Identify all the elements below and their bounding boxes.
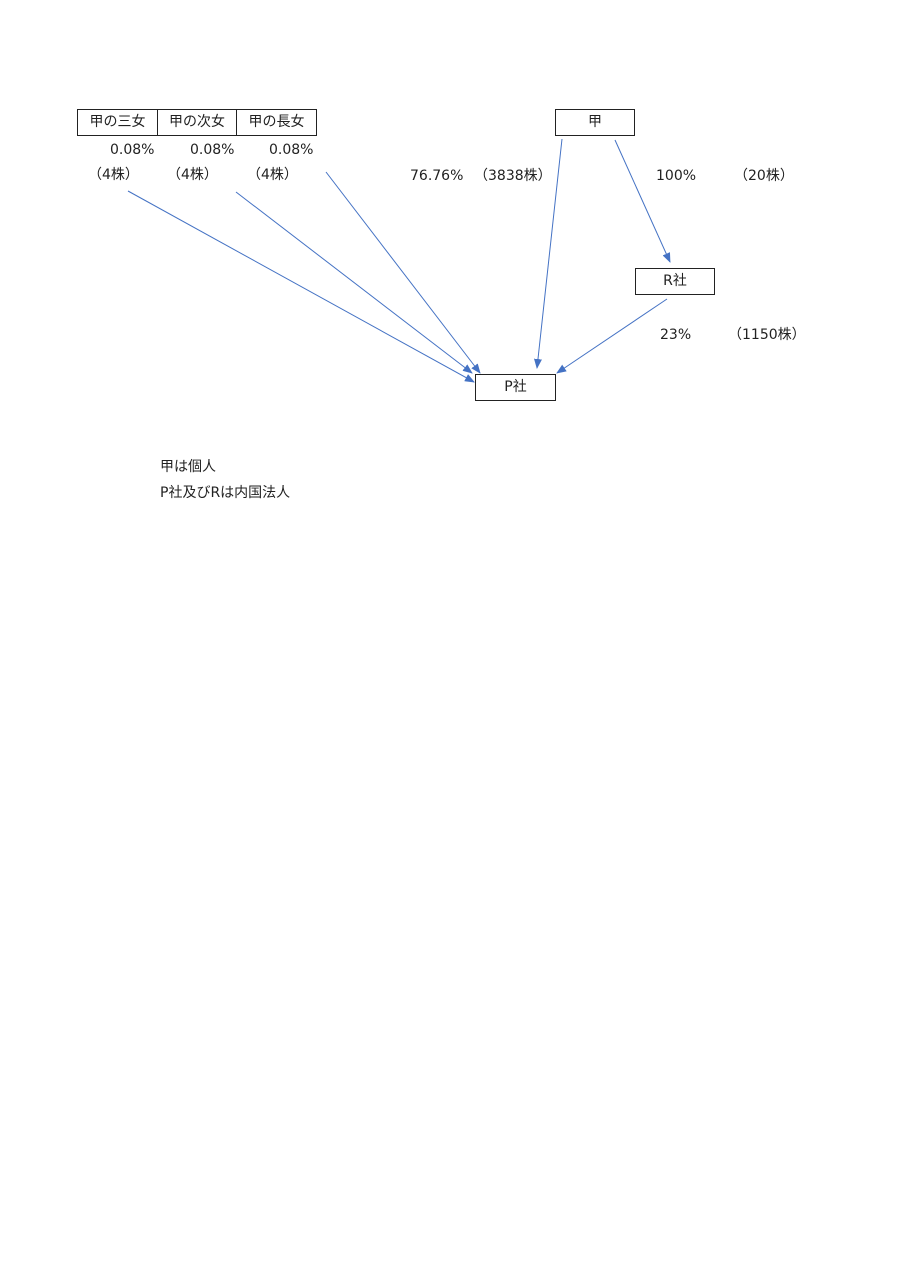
label-r-p-pct: 23% <box>660 327 692 343</box>
node-r-company: R社 <box>635 268 715 295</box>
label-daughter2-pct: 0.08% <box>190 142 235 158</box>
label-ko-r-shares: （20株） <box>734 168 794 184</box>
label-ko-r-pct: 100% <box>656 168 697 184</box>
label-ko-p-pct: 76.76% <box>410 168 464 184</box>
arrow-r-to-p <box>556 298 668 374</box>
arrow-daughter1-to-p <box>325 171 481 374</box>
node-ko: 甲 <box>555 109 635 136</box>
label-daughter1-shares: （4株） <box>247 167 298 183</box>
arrow-daughter2-to-p <box>235 191 473 374</box>
node-p-company: P社 <box>475 374 556 401</box>
note-individual: 甲は個人 <box>160 459 216 475</box>
label-r-p-shares: （1150株） <box>728 327 806 343</box>
node-daughter3: 甲の三女 <box>77 109 158 136</box>
label-ko-p-shares: （3838株） <box>474 168 552 184</box>
node-daughter1: 甲の長女 <box>236 109 317 136</box>
arrow-ko-to-r <box>614 139 671 263</box>
label-daughter3-pct: 0.08% <box>110 142 155 158</box>
arrow-ko-to-p <box>534 138 563 369</box>
label-daughter2-shares: （4株） <box>167 167 218 183</box>
label-daughter1-pct: 0.08% <box>269 142 314 158</box>
note-domestic-corporations: P社及びRは内国法人 <box>160 485 291 501</box>
label-daughter3-shares: （4株） <box>88 167 139 183</box>
arrow-daughter3-to-p <box>127 190 475 383</box>
node-daughter2: 甲の次女 <box>157 109 237 136</box>
